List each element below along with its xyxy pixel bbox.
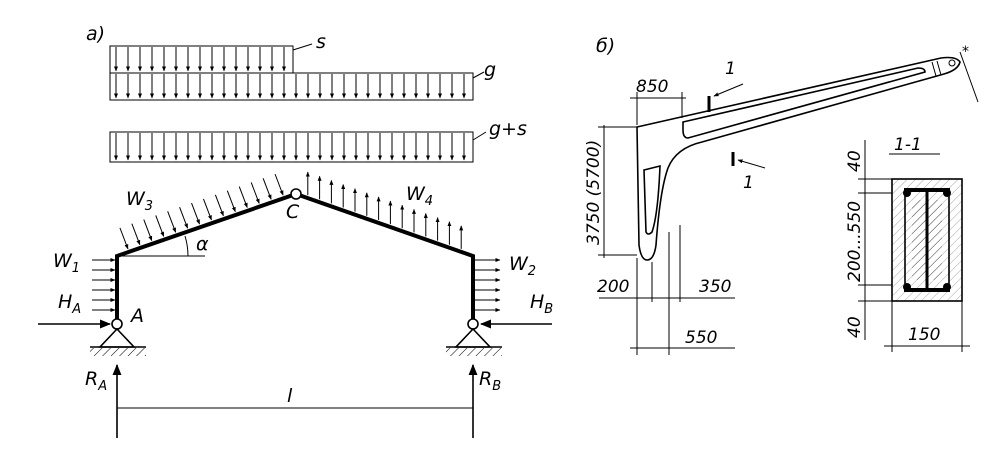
section-1-1 xyxy=(891,178,963,302)
wind-arrow xyxy=(238,186,248,209)
support-b xyxy=(446,318,502,356)
wind-arrow xyxy=(143,219,153,242)
wind-arrow xyxy=(119,227,129,250)
load-s-label: s xyxy=(316,31,326,53)
load-g-label: g xyxy=(484,59,496,81)
sec-dim-40-top-label: 40 xyxy=(845,150,865,172)
span-label: l xyxy=(287,385,293,407)
rb-label: RB xyxy=(479,368,501,394)
part-a-label: а) xyxy=(86,23,105,45)
dim-850-label: 850 xyxy=(636,77,668,97)
load-gs-label: g+s xyxy=(489,118,527,140)
w2-label: W2 xyxy=(509,253,536,279)
dim-height-label: 3750 (5700) xyxy=(584,140,604,245)
console-opening-lower xyxy=(643,164,661,235)
part-b: б) * 850 1 1 3750 (5700) xyxy=(584,35,979,355)
wind-arrow xyxy=(262,178,272,200)
hinge-c xyxy=(290,188,302,200)
wind-load-w2 xyxy=(475,258,501,312)
console-outline: * xyxy=(636,44,979,261)
wind-arrow xyxy=(131,223,141,246)
load-strip-gs: g+s xyxy=(109,118,527,163)
wind-arrow xyxy=(191,202,201,225)
wind-arrow xyxy=(202,198,212,221)
wind-arrow xyxy=(274,173,284,196)
node-a-label: A xyxy=(129,305,144,327)
node-c-label: C xyxy=(286,201,300,223)
console-opening-upper xyxy=(682,67,926,139)
support-a: A xyxy=(90,305,146,356)
part-b-label: б) xyxy=(596,35,615,57)
wind-arrow xyxy=(179,207,189,229)
section-mark-bottom-label: 1 xyxy=(743,173,754,193)
svg-text:*: * xyxy=(962,44,969,60)
section-mark-top-label: 1 xyxy=(725,59,736,79)
wind-load-w1 xyxy=(92,258,116,312)
wind-arrow xyxy=(167,211,177,233)
load-strip-s: s xyxy=(109,31,326,74)
section-title: 1-1 xyxy=(894,135,922,155)
hb-label: HB xyxy=(530,291,553,317)
angle-arc xyxy=(184,235,189,257)
wind-arrow xyxy=(250,182,260,204)
wind-load-w3 xyxy=(119,173,284,250)
dim-550-label: 550 xyxy=(685,328,717,348)
load-strip-g: g xyxy=(109,59,496,101)
wind-load-w4 xyxy=(305,171,464,249)
w4-label: W4 xyxy=(406,183,433,209)
wind-arrow xyxy=(214,194,224,217)
sec-dim-range-label: 200...550 xyxy=(845,201,865,282)
dim-200-label: 200 xyxy=(597,277,629,297)
wind-arrow xyxy=(155,215,165,237)
frame: α C xyxy=(115,188,475,320)
wind-arrow xyxy=(226,190,236,213)
angle-label: α xyxy=(196,233,209,255)
sec-dim-150-label: 150 xyxy=(908,325,940,345)
ha-label: HA xyxy=(58,291,81,317)
w1-label: W1 xyxy=(53,250,80,276)
sec-dim-40-bottom-label: 40 xyxy=(845,316,865,338)
ra-label: RA xyxy=(85,368,107,394)
w3-label: W3 xyxy=(126,188,153,214)
part-a: а) s g g+s α C xyxy=(38,23,553,438)
dim-350-label: 350 xyxy=(699,277,731,297)
